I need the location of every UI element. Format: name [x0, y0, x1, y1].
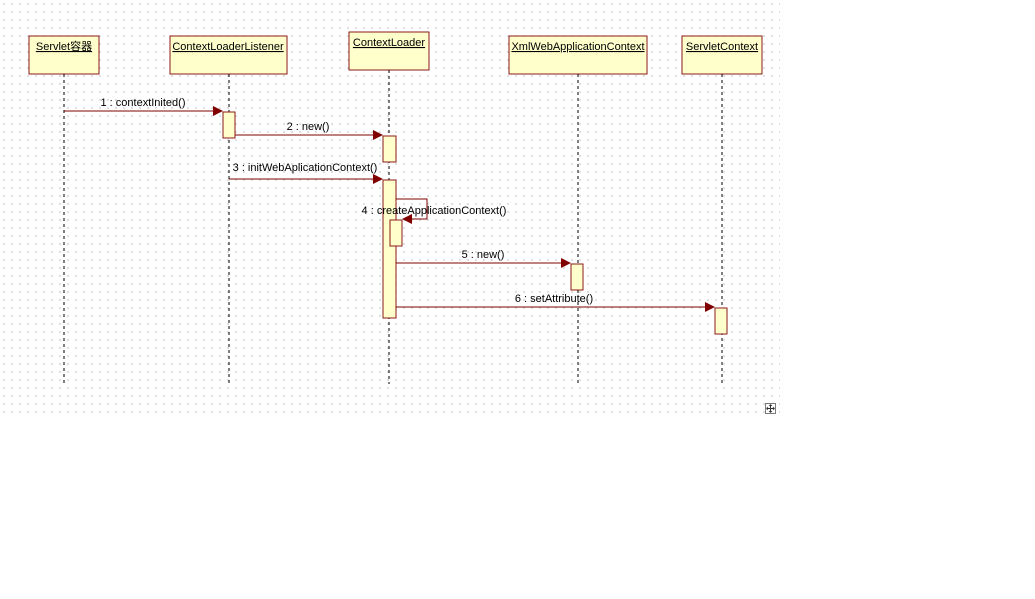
lifeline-label-servlet: Servlet容器 [36, 39, 92, 53]
lifeline-header-servlet[interactable]: Servlet容器 [28, 35, 100, 75]
activation-context-loader-new[interactable] [382, 135, 397, 163]
lifeline-header-context-loader-listener[interactable]: ContextLoaderListener [169, 35, 288, 75]
lifeline-label-context-loader-listener: ContextLoaderListener [172, 41, 284, 53]
lifeline-label-servlet-context: ServletContext [686, 41, 758, 53]
message-label-5: 5 : new() [462, 249, 505, 261]
lifeline-header-xml-web-application-context[interactable]: XmlWebApplicationContext [508, 35, 648, 75]
activation-context-loader-listener[interactable] [222, 111, 236, 139]
lifeline-label-context-loader: ContextLoader [353, 37, 425, 49]
lifeline-header-servlet-context[interactable]: ServletContext [681, 35, 763, 75]
message-arrow-4[interactable] [396, 198, 428, 224]
message-label-2: 2 : new() [287, 121, 330, 133]
activation-servlet-context[interactable] [714, 307, 728, 335]
diagram-canvas: Servlet容器 ContextLoaderListener ContextL… [0, 0, 780, 414]
lifeline-label-xml-web-application-context: XmlWebApplicationContext [511, 41, 644, 53]
lifeline-header-context-loader[interactable]: ContextLoader [348, 31, 430, 71]
activation-xml-web-application-context[interactable] [570, 263, 584, 291]
activation-context-loader-init[interactable] [382, 179, 397, 319]
activation-context-loader-create[interactable] [389, 219, 403, 247]
message-label-3: 3 : initWebAplicationContext() [233, 162, 378, 174]
message-label-6: 6 : setAttribute() [515, 293, 593, 305]
message-label-4: 4 : createApplicationContext() [362, 205, 507, 217]
sequence-diagram: Servlet容器 ContextLoaderListener ContextL… [28, 31, 763, 384]
move-arrows-icon[interactable] [765, 403, 776, 414]
message-label-1: 1 : contextInited() [101, 97, 186, 109]
